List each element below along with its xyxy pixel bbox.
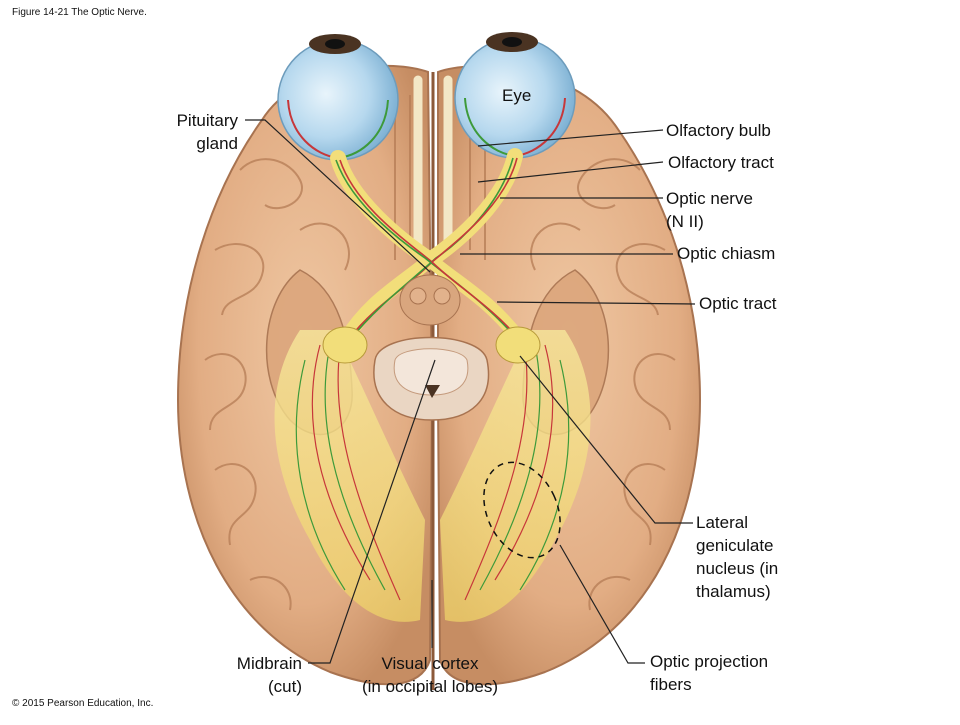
optic-projection-fibers-label: Optic projection fibers	[650, 650, 768, 696]
lateral-geniculate-nucleus-label: Lateral geniculate nucleus (in thalamus)	[696, 511, 778, 603]
projection-label-line2: fibers	[650, 675, 692, 694]
lgn-label-line2: geniculate	[696, 536, 774, 555]
optic-nerve-label-line1: Optic nerve	[666, 189, 753, 208]
pituitary-gland-label: Pituitary gland	[150, 109, 238, 155]
olfactory-tract-label: Olfactory tract	[668, 153, 774, 172]
lgn-label-line4: thalamus)	[696, 582, 771, 601]
pituitary-label-line2: gland	[196, 134, 238, 153]
optic-tract-label: Optic tract	[699, 294, 777, 313]
optic-chiasm-label: Optic chiasm	[677, 244, 776, 263]
visual-cortex-label: Visual cortex (in occipital lobes)	[340, 652, 520, 698]
visual-cortex-label-line2: (in occipital lobes)	[361, 677, 499, 696]
optic-nerve-label: Optic nerve (N II)	[666, 187, 753, 233]
lgn-label-line3: nucleus (in	[696, 559, 779, 578]
pituitary-region	[399, 274, 461, 326]
left-eyeball	[277, 39, 399, 161]
olfactory-tracts	[413, 75, 453, 255]
pituitary-label-line1: Pituitary	[176, 111, 238, 130]
eyes	[277, 32, 576, 161]
copyright: © 2015 Pearson Education, Inc.	[12, 698, 154, 709]
visual-cortex-label-line1: Visual cortex	[381, 654, 479, 673]
figure-title: Figure 14-21 The Optic Nerve.	[12, 7, 147, 18]
eye-label: Eye	[502, 86, 532, 105]
midbrain-label-line1: Midbrain	[236, 654, 302, 673]
midbrain-label-line2: (cut)	[268, 677, 302, 696]
lateral-geniculate-nuclei	[322, 326, 541, 364]
lgn-label-line1: Lateral	[696, 513, 748, 532]
olfactory-bulb-label: Olfactory bulb	[666, 121, 771, 140]
visual-cortex-outline	[483, 461, 561, 559]
midbrain-label: Midbrain (cut)	[200, 652, 302, 698]
midbrain-cut	[373, 336, 490, 421]
leader-lines	[245, 119, 696, 664]
optic-nerve-label-line2: (N II)	[666, 212, 704, 231]
projection-label-line1: Optic projection	[650, 652, 769, 671]
